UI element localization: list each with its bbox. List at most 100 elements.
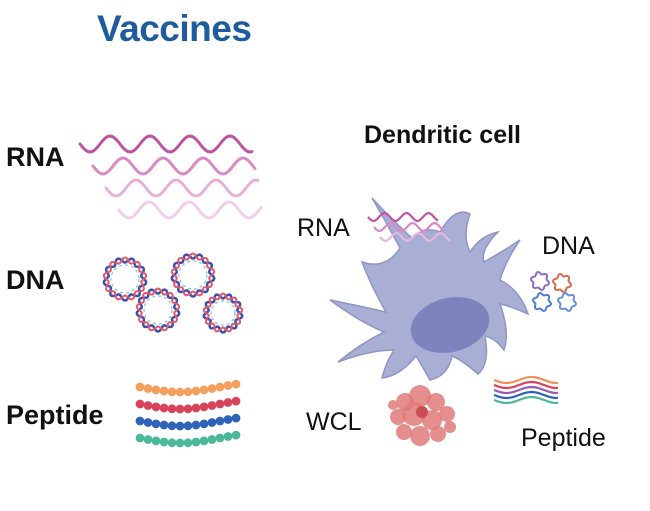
peptide-bead <box>191 437 201 447</box>
peptide-bead <box>191 403 201 413</box>
peptide-bead <box>231 413 241 423</box>
peptide-bead <box>159 403 169 413</box>
rna-strand <box>78 134 254 154</box>
plasmid-ring <box>170 252 216 297</box>
cell-peptide-lines-icon <box>493 375 559 405</box>
peptide-bead <box>223 415 233 424</box>
peptide-bead <box>223 398 233 407</box>
peptide-bead <box>223 381 233 390</box>
cell-plasmid-ring <box>557 292 577 312</box>
peptide-bead <box>191 386 201 396</box>
dna-label: DNA <box>6 265 65 295</box>
peptide-bead <box>207 435 217 444</box>
cell-peptide-line <box>493 380 559 390</box>
peptide-bead <box>167 387 177 397</box>
cell-dna-plasmids-icon <box>530 271 577 312</box>
peptide-bead <box>175 438 185 448</box>
lysate-fragment <box>409 385 431 407</box>
dendritic-cell-title: Dendritic cell <box>364 121 521 149</box>
plasmid-inner-ring <box>110 264 140 294</box>
peptide-bead <box>199 402 209 412</box>
peptide-bead <box>143 435 153 444</box>
cell-rna-label: RNA <box>297 214 350 242</box>
plasmid-inner-ring <box>210 300 236 326</box>
rna-strand <box>91 156 257 176</box>
peptide-bead <box>199 436 209 446</box>
cell-peptide-line <box>493 395 559 405</box>
cell-peptide-line <box>493 385 559 395</box>
peptide-label: Peptide <box>6 400 104 430</box>
cell-rna-strand <box>373 221 445 233</box>
rna-strand <box>104 178 260 198</box>
cell-plasmid-ring <box>530 271 550 291</box>
peptide-bead <box>151 419 161 429</box>
peptide-bead <box>231 430 241 440</box>
dendritic-cell <box>329 197 530 381</box>
peptide-bead <box>175 404 185 414</box>
peptide-bead <box>223 432 233 441</box>
peptide-bead <box>199 385 209 395</box>
lysate-core <box>416 406 428 418</box>
whole-cell-lysate-icon <box>388 385 456 446</box>
peptide-bead <box>135 433 145 443</box>
rna-label: RNA <box>6 142 65 172</box>
peptide-bead <box>183 421 193 431</box>
rna-strand <box>117 200 263 220</box>
peptide-bead <box>167 404 177 414</box>
peptide-bead <box>135 399 145 409</box>
peptide-bead <box>207 384 217 393</box>
lysate-fragment <box>396 424 412 440</box>
peptide-bead <box>159 386 169 396</box>
peptide-bead <box>175 387 185 397</box>
peptide-bead <box>231 379 241 389</box>
dendritic-cell-body <box>329 197 530 381</box>
wcl-label: WCL <box>306 408 362 436</box>
peptide-bead <box>215 399 225 409</box>
peptide-bead <box>151 402 161 412</box>
peptide-bead <box>215 382 225 392</box>
peptide-bead <box>215 416 225 426</box>
peptide-bead <box>183 438 193 448</box>
peptide-bead <box>215 433 225 443</box>
rna-strands-illustration <box>78 134 263 220</box>
peptide-chains-illustration <box>135 379 241 448</box>
peptide-bead <box>151 436 161 446</box>
peptide-bead <box>159 420 169 430</box>
peptide-bead <box>167 438 177 448</box>
lysate-fragment <box>427 393 445 411</box>
lysate-fragment <box>390 409 406 425</box>
peptide-bead <box>143 401 153 410</box>
cell-peptide-line <box>493 375 559 385</box>
peptide-bead <box>199 419 209 429</box>
cell-plasmid-ring <box>552 273 572 293</box>
dna-plasmids-illustration <box>102 252 244 334</box>
plasmid-ring <box>102 256 148 301</box>
cell-rna-strand <box>367 211 439 223</box>
lysate-fragment <box>388 400 398 410</box>
peptide-bead <box>183 387 193 397</box>
cell-rna-strand <box>379 231 451 243</box>
cell-rna-strands-icon <box>367 211 451 243</box>
peptide-bead <box>183 404 193 414</box>
cell-peptide-label: Peptide <box>521 424 606 452</box>
nucleus <box>410 297 490 353</box>
figure-title: Vaccines <box>97 8 252 49</box>
peptide-bead <box>175 421 185 431</box>
peptide-bead <box>135 416 145 426</box>
peptide-bead <box>135 382 145 392</box>
cell-plasmid-ring <box>532 292 552 312</box>
peptide-bead <box>231 396 241 406</box>
lysate-fragment <box>439 406 455 422</box>
lysate-fragment <box>410 426 430 446</box>
peptide-bead <box>151 385 161 395</box>
cell-peptide-line <box>493 390 559 400</box>
peptide-bead <box>143 384 153 393</box>
peptide-bead <box>207 418 217 427</box>
peptide-bead <box>207 401 217 410</box>
peptide-bead <box>191 420 201 430</box>
plasmid-inner-ring <box>178 260 208 290</box>
peptide-bead <box>143 418 153 427</box>
peptide-bead <box>159 437 169 447</box>
